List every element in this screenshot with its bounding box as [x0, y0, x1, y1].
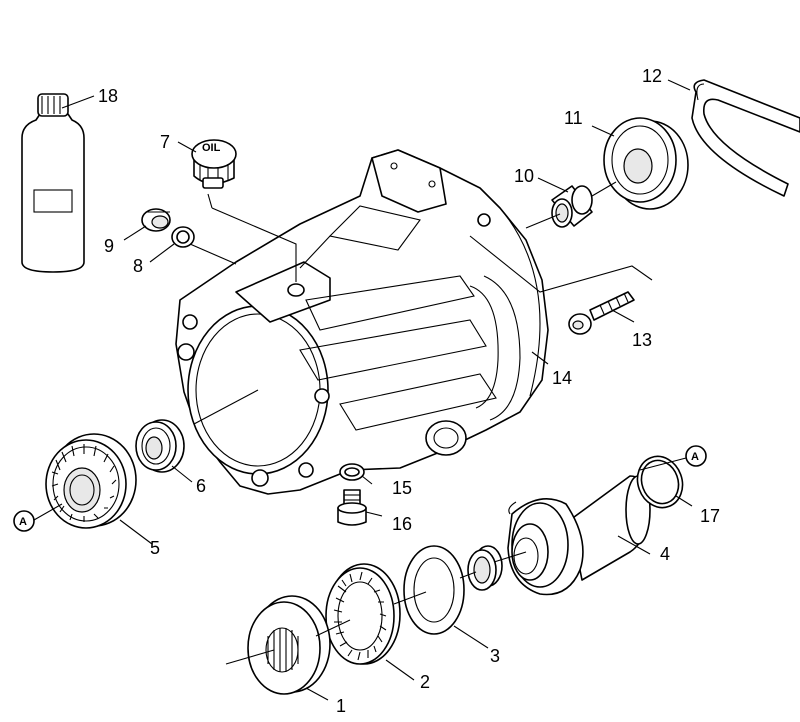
- drive-belt-12: [691, 79, 800, 197]
- thrust-washer-3: [403, 545, 465, 635]
- callout-11: 11: [564, 108, 583, 128]
- o-ring-17: [636, 455, 684, 509]
- callout-17: 17: [700, 506, 720, 526]
- callout-14: 14: [552, 368, 572, 388]
- gear-housing: [175, 149, 549, 495]
- shaft-seal-6: [135, 419, 185, 473]
- bolt-13: [568, 291, 635, 335]
- callout-2: 2: [420, 672, 430, 692]
- callout-15: 15: [392, 478, 412, 498]
- screw-16: [337, 489, 367, 526]
- callout-3: 3: [490, 646, 500, 666]
- callout-12: 12: [642, 66, 662, 86]
- callout-5: 5: [150, 538, 160, 558]
- bushing-10: [551, 185, 593, 228]
- roller-bearing-5: [45, 433, 137, 529]
- callout-9: 9: [104, 236, 114, 256]
- reference-marker-a-left-label: A: [19, 516, 27, 528]
- leader-lines: [33, 79, 693, 701]
- reference-marker-a-right-label: A: [691, 451, 699, 463]
- drive-shaft-4: [507, 475, 651, 596]
- callout-4: 4: [660, 544, 670, 564]
- bushing-small: [467, 545, 503, 591]
- callout-1: 1: [336, 696, 346, 716]
- callout-16: 16: [392, 514, 412, 534]
- callout-18: 18: [98, 86, 118, 106]
- thrust-bearing-2: [325, 563, 401, 665]
- oil-bottle: [21, 93, 85, 273]
- seal-ring-15: [339, 463, 365, 481]
- callout-10: 10: [514, 166, 534, 186]
- reference-marker-a-right: A: [685, 445, 707, 467]
- bearing-seal-1: [247, 595, 331, 695]
- callout-13: 13: [632, 330, 652, 350]
- oil-cap-marking: OIL: [202, 142, 221, 154]
- reference-marker-a-left: A: [13, 510, 35, 532]
- o-ring-8: [171, 226, 195, 248]
- oil-filler-cap: OIL: [191, 139, 237, 189]
- drain-plug: [141, 208, 171, 232]
- callout-6: 6: [196, 476, 206, 496]
- callout-8: 8: [133, 256, 143, 276]
- shaft-seal-11: [603, 117, 689, 210]
- callout-7: 7: [160, 132, 170, 152]
- callout-numbers: 18 7 9 8 10 11 12 13 14 15 16 5 6 4 17 3…: [98, 66, 720, 716]
